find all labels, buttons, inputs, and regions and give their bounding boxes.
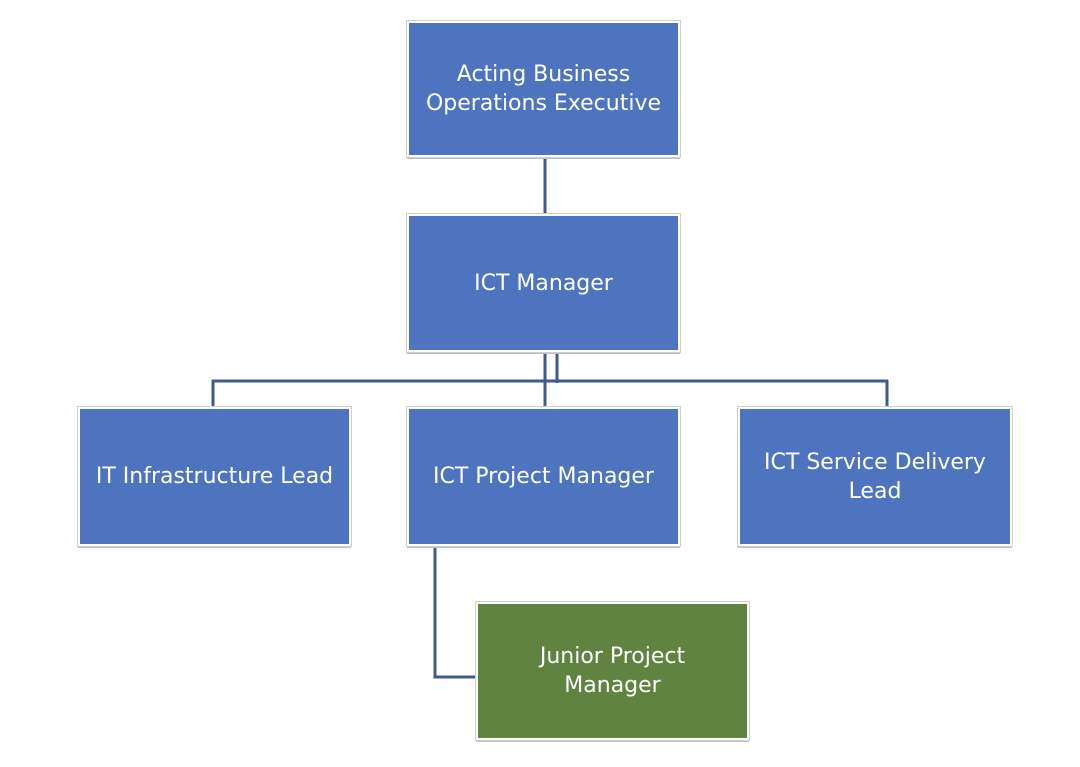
org-box-label: IT Infrastructure Lead <box>95 464 334 489</box>
org-box-ict-service-delivery-lead: ICT Service Delivery Lead <box>737 406 1013 547</box>
org-box-label: Junior Project Manager <box>539 644 686 698</box>
org-box-junior-project-manager: Junior Project Manager <box>475 601 750 741</box>
org-box-label: ICT Manager <box>474 270 613 296</box>
org-box-ict-project-manager: ICT Project Manager <box>406 406 681 547</box>
org-box-label: Acting Business Operations Executive <box>425 62 662 116</box>
connector-pm-jpm <box>433 546 476 679</box>
org-box-ict-manager: ICT Manager <box>406 213 681 353</box>
org-box-acting-business-operations-executive: Acting Business Operations Executive <box>406 20 681 158</box>
org-box-it-infrastructure-lead: IT Infrastructure Lead <box>77 406 352 547</box>
org-box-label: ICT Service Delivery Lead <box>764 449 986 504</box>
org-box-label: ICT Project Manager <box>433 464 654 489</box>
